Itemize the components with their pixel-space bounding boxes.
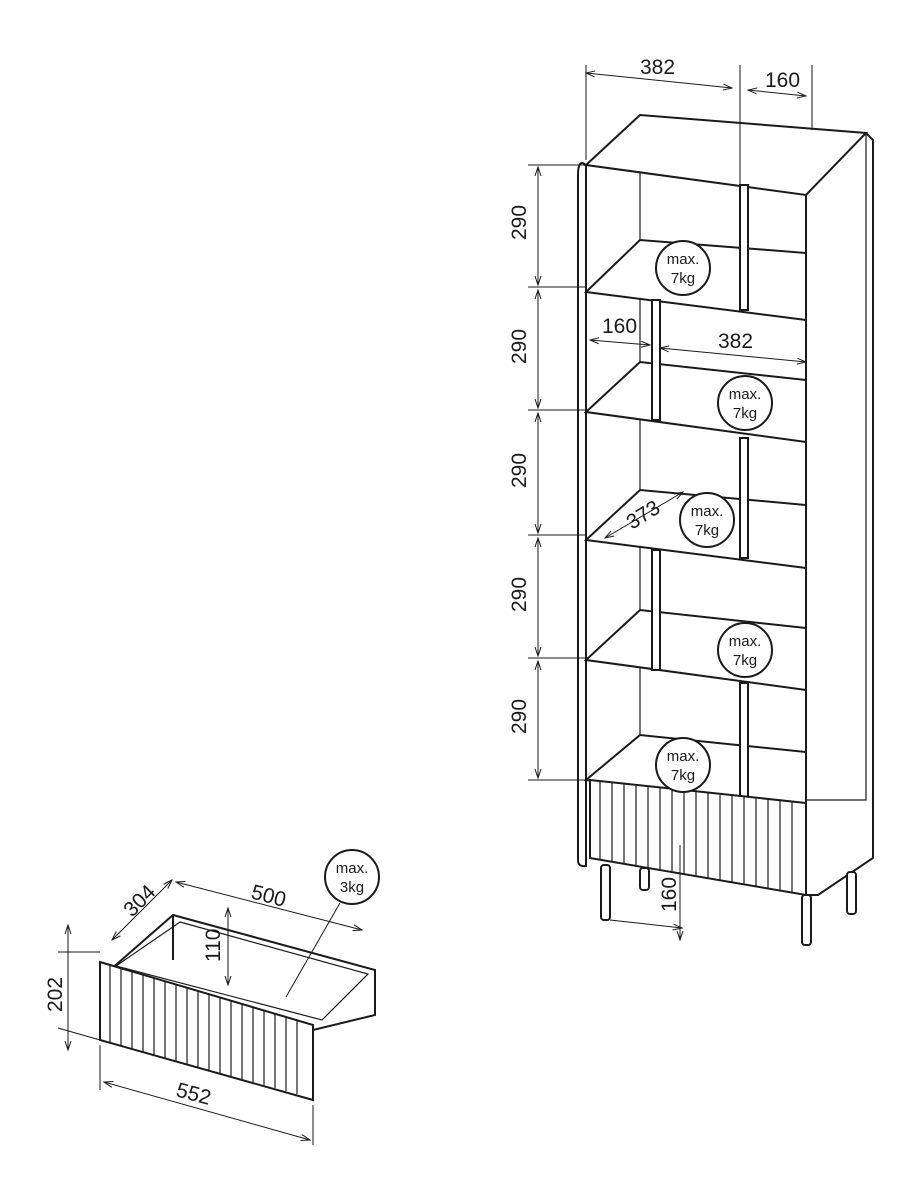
dim-top-compartment: 160 bbox=[765, 69, 800, 92]
drawer: 304 500 110 202 552 max. 3kg bbox=[44, 849, 380, 1145]
dim-shelf-height-2: 290 bbox=[508, 329, 531, 364]
svg-text:7kg: 7kg bbox=[733, 652, 757, 669]
bookcase: 382 160 290 290 290 290 290 160 382 373 … bbox=[508, 56, 874, 946]
drawer-front-fluting bbox=[109, 965, 298, 1094]
dim-shelf-height-1: 290 bbox=[508, 205, 531, 240]
dim-drawer-height: 202 bbox=[44, 977, 67, 1012]
drawer-inner bbox=[114, 921, 370, 1021]
svg-text:max.: max. bbox=[336, 860, 369, 877]
dim-inner-width: 382 bbox=[718, 330, 753, 353]
load-badge-shelf-2: max. 7kg bbox=[717, 375, 773, 431]
load-badge-shelf-3: max. 7kg bbox=[679, 492, 735, 548]
drawer-dimensions bbox=[57, 880, 362, 1145]
dim-shelf-height-4: 290 bbox=[508, 577, 531, 612]
dim-inner-compartment: 160 bbox=[602, 315, 637, 338]
dim-leg-height: 160 bbox=[658, 877, 681, 912]
load-badge-drawer: max. 3kg bbox=[324, 849, 380, 905]
dim-drawer-inner-width: 500 bbox=[249, 881, 289, 912]
svg-text:7kg: 7kg bbox=[733, 405, 757, 422]
svg-text:max.: max. bbox=[729, 386, 762, 403]
bookcase-right-side bbox=[805, 131, 874, 896]
bookcase-dividers bbox=[651, 184, 749, 799]
svg-text:max.: max. bbox=[729, 633, 762, 650]
drawer-box bbox=[107, 913, 376, 1032]
svg-text:7kg: 7kg bbox=[671, 767, 695, 784]
svg-text:7kg: 7kg bbox=[695, 522, 719, 539]
svg-text:max.: max. bbox=[667, 251, 700, 268]
dim-drawer-depth: 304 bbox=[119, 880, 160, 921]
load-badge-shelf-4: max. 7kg bbox=[717, 622, 773, 678]
svg-text:7kg: 7kg bbox=[671, 270, 695, 287]
bookcase-drawer-fluting bbox=[599, 782, 793, 892]
bookcase-dimensions bbox=[528, 65, 813, 940]
dim-drawer-inner-height: 110 bbox=[202, 929, 225, 962]
load-badge-shelf-5: max. 7kg bbox=[655, 737, 711, 793]
bookcase-legs bbox=[600, 864, 857, 946]
svg-text:3kg: 3kg bbox=[340, 879, 364, 896]
svg-text:max.: max. bbox=[667, 748, 700, 765]
dim-shelf-height-5: 290 bbox=[508, 699, 531, 734]
bookcase-left-side bbox=[577, 162, 587, 868]
svg-text:max.: max. bbox=[691, 503, 724, 520]
dim-shelf-height-3: 290 bbox=[508, 453, 531, 488]
load-badge-shelf-1: max. 7kg bbox=[655, 240, 711, 296]
dim-drawer-width: 552 bbox=[174, 1079, 214, 1110]
bookcase-top bbox=[583, 113, 869, 197]
dim-top-width: 382 bbox=[640, 56, 675, 79]
